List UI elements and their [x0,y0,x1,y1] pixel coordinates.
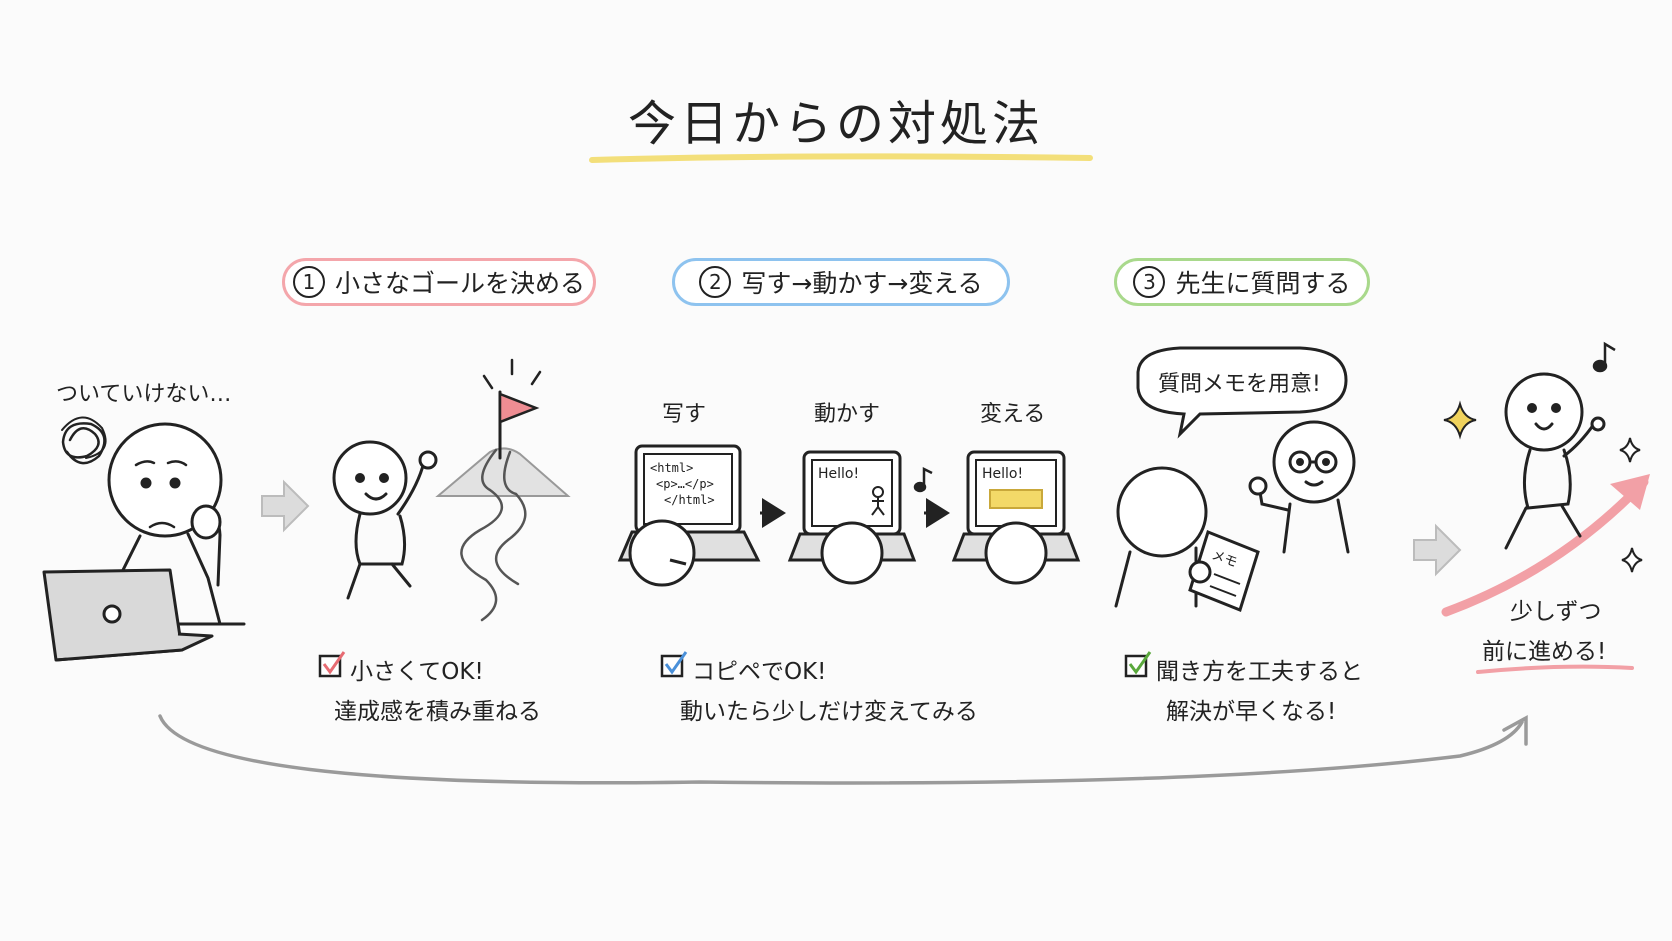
laptop-run-figure [787,450,917,585]
substep-run-label: 動かす [814,402,881,427]
sparkle-icon [1443,400,1477,440]
teacher-figure [1248,420,1356,554]
worried-person-figure [58,416,246,626]
speech-bubble [1136,346,1348,439]
speech-text: 質問メモを用意! [1158,372,1321,397]
mountain-icon [435,447,571,497]
step-2-check-line1: コピペでOK! [692,659,827,685]
checkbox-icon [1124,651,1152,678]
goal-line1: 少しずつ [1510,599,1602,625]
step-1-check-line1: 小さくてOK! [350,659,484,685]
goal-line2: 前に進める! [1482,639,1607,665]
progress-arrow [1441,477,1649,617]
progress-arrow-head [1610,474,1650,510]
hello-text-run: Hello! [818,466,860,482]
code-line: <html> [650,461,694,475]
goal-underline [1476,664,1634,674]
arrow-right-icon [261,479,310,533]
code-line: </html> [664,493,715,507]
step-1-label: 小さなゴールを決める [334,269,585,298]
code-snippet: <html> <p>…</p> </html> [650,460,715,508]
step-1-check-line2: 達成感を積み重ねる [334,699,541,725]
mountain-climber-figure [332,358,571,622]
substep-copy-label: 写す [662,402,707,427]
step-2-number: 2 [699,266,732,298]
music-note-icon [1592,341,1616,373]
laptop-change-figure [951,450,1081,585]
step-2-pill: 2 写す→動かす→変える [672,258,1010,306]
step-2-check-line2: 動いたら少しだけ変えてみる [680,699,978,725]
music-note-icon [913,466,933,493]
worried-thought: ついていけない… [56,382,232,407]
title-underline [589,153,1093,163]
step-1-pill: 1 小さなゴールを決める [282,258,596,306]
hello-text-change: Hello! [982,466,1024,482]
scribble-icon [61,416,107,465]
journey-arrow [158,714,1524,785]
step-3-label: 先生に質問する [1175,269,1351,298]
checkbox-icon [660,651,688,678]
arrow-right-icon [1413,523,1462,577]
memo-icon [1188,530,1260,612]
step-3-pill: 3 先生に質問する [1114,258,1370,306]
substep-change-label: 変える [980,402,1046,427]
student-figure [1114,466,1208,608]
laptop-copy-figure [617,444,761,587]
laptop-icon [42,568,214,662]
step-3-number: 3 [1133,266,1166,298]
sparkle-icon [1621,547,1643,573]
step-3-check-line2: 解決が早くなる! [1166,699,1337,725]
checkbox-icon [318,651,346,678]
happy-person-figure [1504,372,1606,550]
flag-icon [482,358,542,460]
sparkle-icon [1619,437,1641,463]
step-3-check-line1: 聞き方を工夫すると [1156,659,1363,685]
journey-arrow-head [1502,715,1528,746]
code-line: <p>…</p> [656,477,714,491]
page-title: 今日からの対処法 [627,96,1044,152]
step-1-number: 1 [292,266,325,298]
step-2-label: 写す→動かす→変える [741,269,983,298]
